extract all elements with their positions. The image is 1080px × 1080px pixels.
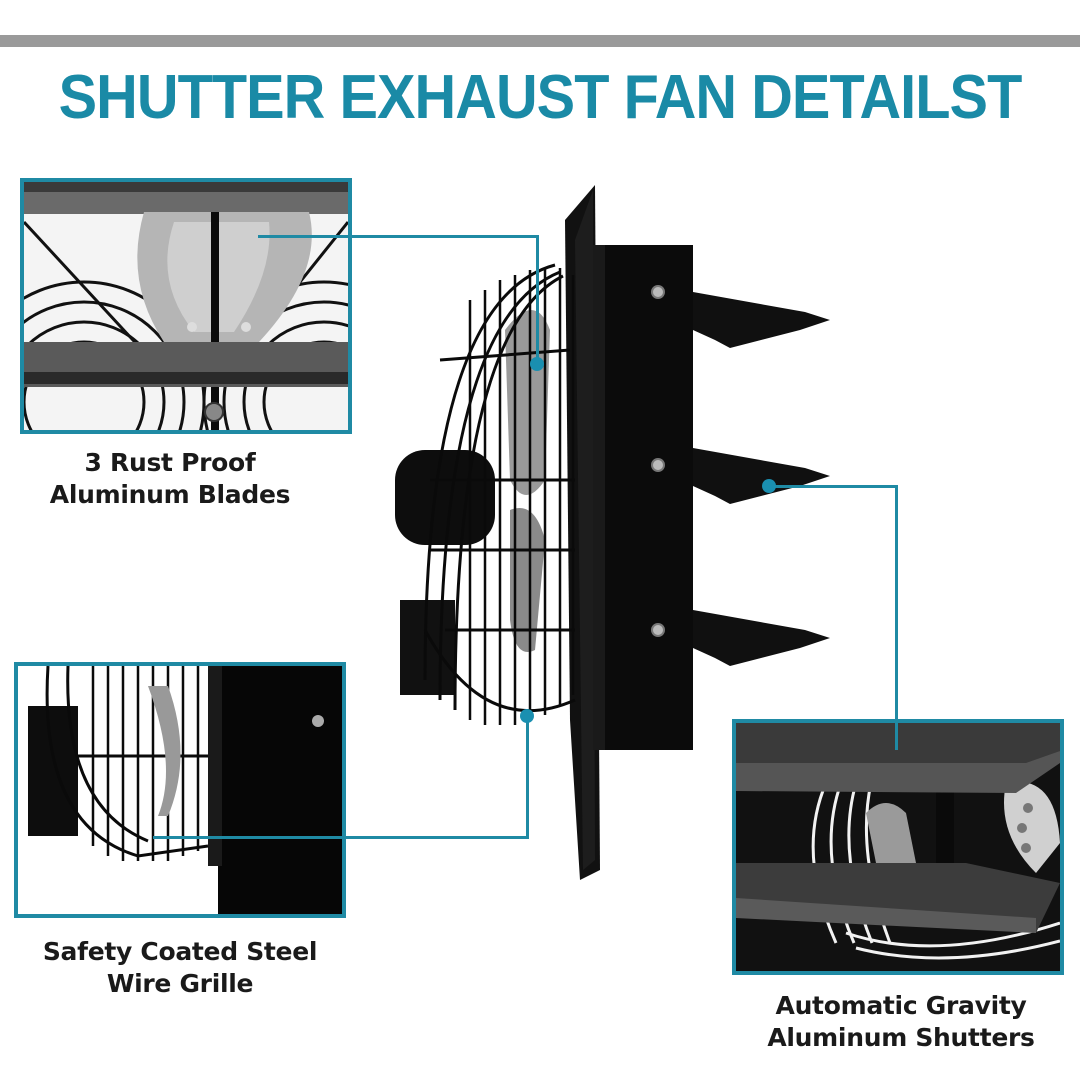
shutters-detail-box <box>732 719 1064 975</box>
grille-connector-horizontal <box>153 836 529 839</box>
shutters-caption-line1: Automatic Gravity <box>775 991 1027 1020</box>
shutters-caption: Automatic Gravity Aluminum Shutters <box>740 990 1062 1054</box>
grille-caption-line1: Safety Coated Steel <box>42 937 318 966</box>
grille-connector-vertical <box>526 716 529 839</box>
shutters-marker-dot <box>762 479 776 493</box>
blades-marker-dot <box>530 357 544 371</box>
page-title: SHUTTER EXHAUST FAN DETAILST <box>58 63 1023 132</box>
grille-marker-dot <box>520 709 534 723</box>
grille-caption-line2: Wire Grille <box>106 969 254 998</box>
blades-caption: 3 Rust Proof Aluminum Blades <box>20 447 320 511</box>
blades-detail-box <box>20 178 352 434</box>
blades-caption-line1: 3 Rust Proof <box>84 448 256 477</box>
blades-connector-vertical <box>536 235 539 363</box>
grille-detail-box <box>14 662 346 918</box>
grille-caption: Safety Coated Steel Wire Grille <box>14 936 346 1000</box>
blades-connector-horizontal <box>258 235 538 238</box>
shutters-connector-horizontal <box>770 485 897 488</box>
blades-caption-line2: Aluminum Blades <box>49 480 291 509</box>
top-divider-bar <box>0 35 1080 47</box>
shutters-connector-vertical <box>895 485 898 750</box>
shutters-caption-line2: Aluminum Shutters <box>767 1023 1035 1052</box>
product-image <box>385 180 835 880</box>
